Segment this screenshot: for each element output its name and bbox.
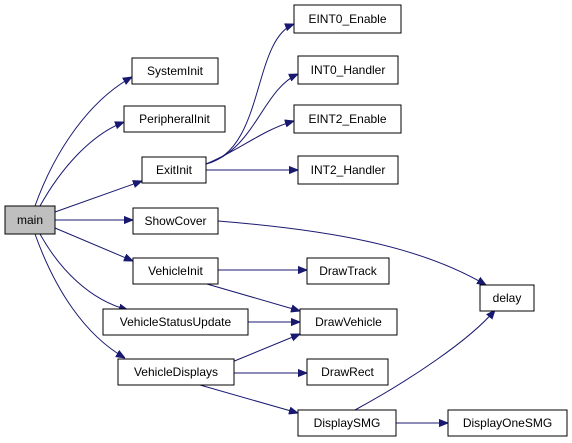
node-displaysmg[interactable]: DisplaySMG [297, 409, 397, 437]
node-systeminit-label: SystemInit [147, 64, 204, 78]
edge-showcover-delay [217, 220, 486, 285]
node-eint2enable-label: EINT2_Enable [308, 112, 386, 126]
node-exitinit[interactable]: ExitInit [141, 156, 207, 184]
edge-vehicleinit-drawvehicle [199, 281, 300, 311]
node-eint0enable-label: EINT0_Enable [308, 12, 386, 26]
node-exitinit-label: ExitInit [156, 163, 193, 177]
node-displayonesmg[interactable]: DisplayOneSMG [447, 409, 568, 437]
node-drawrect-label: DrawRect [321, 365, 374, 379]
edge-main-peripheralinit [39, 122, 124, 207]
node-main[interactable]: main [4, 205, 56, 235]
node-vehiclestatusupdate[interactable]: VehicleStatusUpdate [102, 308, 249, 336]
node-peripheralinit-label: PeripheralInit [139, 112, 210, 126]
edge-main-exitinit [54, 181, 142, 213]
node-drawvehicle[interactable]: DrawVehicle [299, 308, 398, 336]
edge-vehicledisplays-drawvehicle [231, 333, 300, 363]
edge-displaysmg-delay [354, 310, 495, 411]
call-edges [34, 24, 495, 423]
node-vehicledisplays-label: VehicleDisplays [134, 365, 218, 379]
node-eint0enable[interactable]: EINT0_Enable [293, 4, 402, 34]
node-drawtrack[interactable]: DrawTrack [306, 257, 390, 285]
node-int0handler-label: INT0_Handler [311, 63, 386, 77]
edge-vehicledisplays-displaysmg [199, 384, 298, 413]
node-displaysmg-label: DisplaySMG [314, 416, 381, 430]
edge-main-vehicledisplays [34, 233, 125, 358]
node-drawvehicle-label: DrawVehicle [315, 315, 382, 329]
node-systeminit[interactable]: SystemInit [131, 57, 219, 85]
node-displayonesmg-label: DisplayOneSMG [463, 416, 552, 430]
node-vehicleinit-label: VehicleInit [148, 264, 203, 278]
node-showcover-label: ShowCover [144, 214, 206, 228]
node-vehiclestatusupdate-label: VehicleStatusUpdate [120, 315, 232, 329]
node-main-label: main [17, 213, 43, 227]
node-int2handler[interactable]: INT2_Handler [297, 155, 399, 185]
node-delay-label: delay [493, 291, 522, 305]
node-int2handler-label: INT2_Handler [311, 163, 386, 177]
edge-exitinit-eint2enable [205, 121, 294, 165]
node-showcover[interactable]: ShowCover [132, 207, 219, 235]
node-eint2enable[interactable]: EINT2_Enable [293, 104, 402, 134]
node-vehicleinit[interactable]: VehicleInit [132, 257, 219, 285]
edge-main-vehiclestatusupdate [39, 233, 128, 310]
node-drawtrack-label: DrawTrack [319, 264, 378, 278]
node-int0handler[interactable]: INT0_Handler [297, 55, 399, 85]
node-vehicledisplays[interactable]: VehicleDisplays [117, 358, 235, 386]
node-delay[interactable]: delay [479, 284, 535, 312]
node-drawrect[interactable]: DrawRect [306, 358, 389, 386]
edge-main-systeminit [34, 77, 132, 207]
edge-exitinit-eint0enable [205, 24, 294, 165]
edge-main-vehicleinit [54, 227, 133, 261]
node-peripheralinit[interactable]: PeripheralInit [123, 105, 226, 133]
